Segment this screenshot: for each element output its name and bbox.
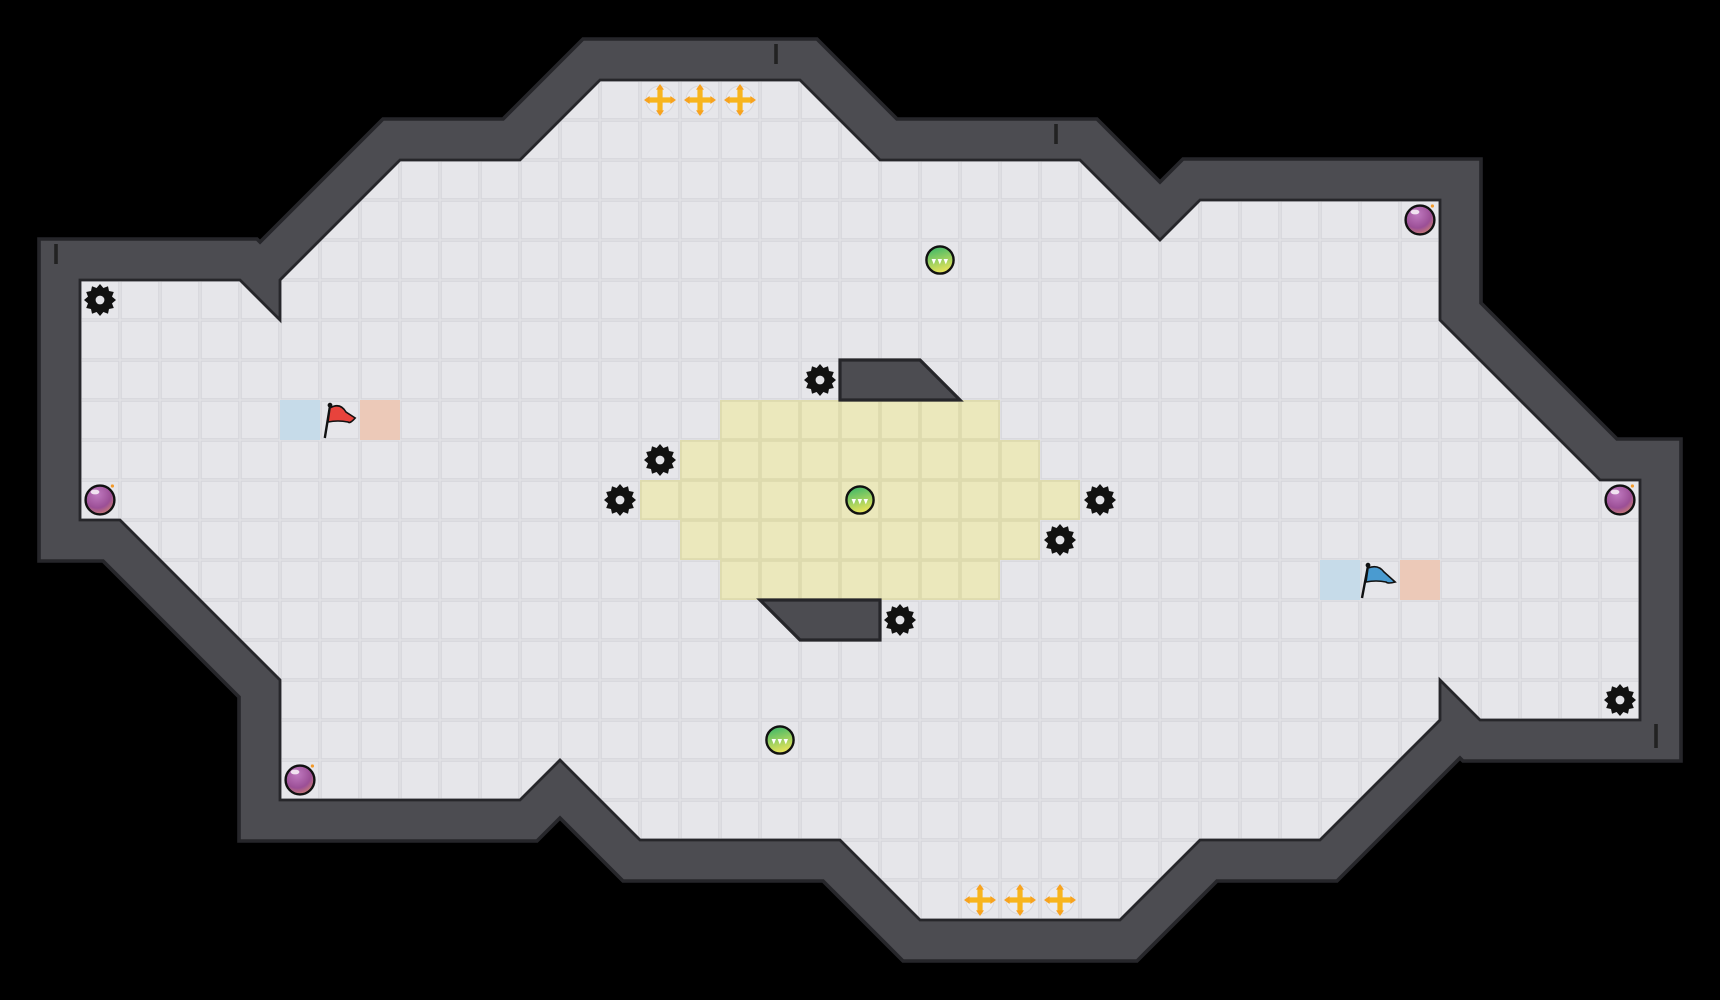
red-endzone-tile bbox=[1400, 560, 1440, 600]
wall-markers bbox=[54, 44, 1658, 749]
wall-obstacle-lower bbox=[756, 598, 882, 642]
boost-pad-icon[interactable] bbox=[766, 726, 793, 753]
boost-pad-icon[interactable] bbox=[846, 486, 873, 513]
blue-flag-icon[interactable] bbox=[1360, 562, 1397, 599]
bomb-icon[interactable] bbox=[86, 484, 115, 514]
wall-obstacle-upper bbox=[838, 358, 964, 402]
wall-inner-edge bbox=[78, 78, 1642, 922]
bomb-icon[interactable] bbox=[1406, 204, 1435, 234]
red-flag-icon[interactable] bbox=[323, 402, 357, 439]
bomb-icon[interactable] bbox=[286, 764, 315, 794]
blue-endzone-tile bbox=[280, 400, 320, 440]
boost-pad-icon[interactable] bbox=[926, 246, 953, 273]
bomb-icon[interactable] bbox=[1606, 484, 1635, 514]
blue-endzone-tile bbox=[1320, 560, 1360, 600]
red-endzone-tile bbox=[360, 400, 400, 440]
